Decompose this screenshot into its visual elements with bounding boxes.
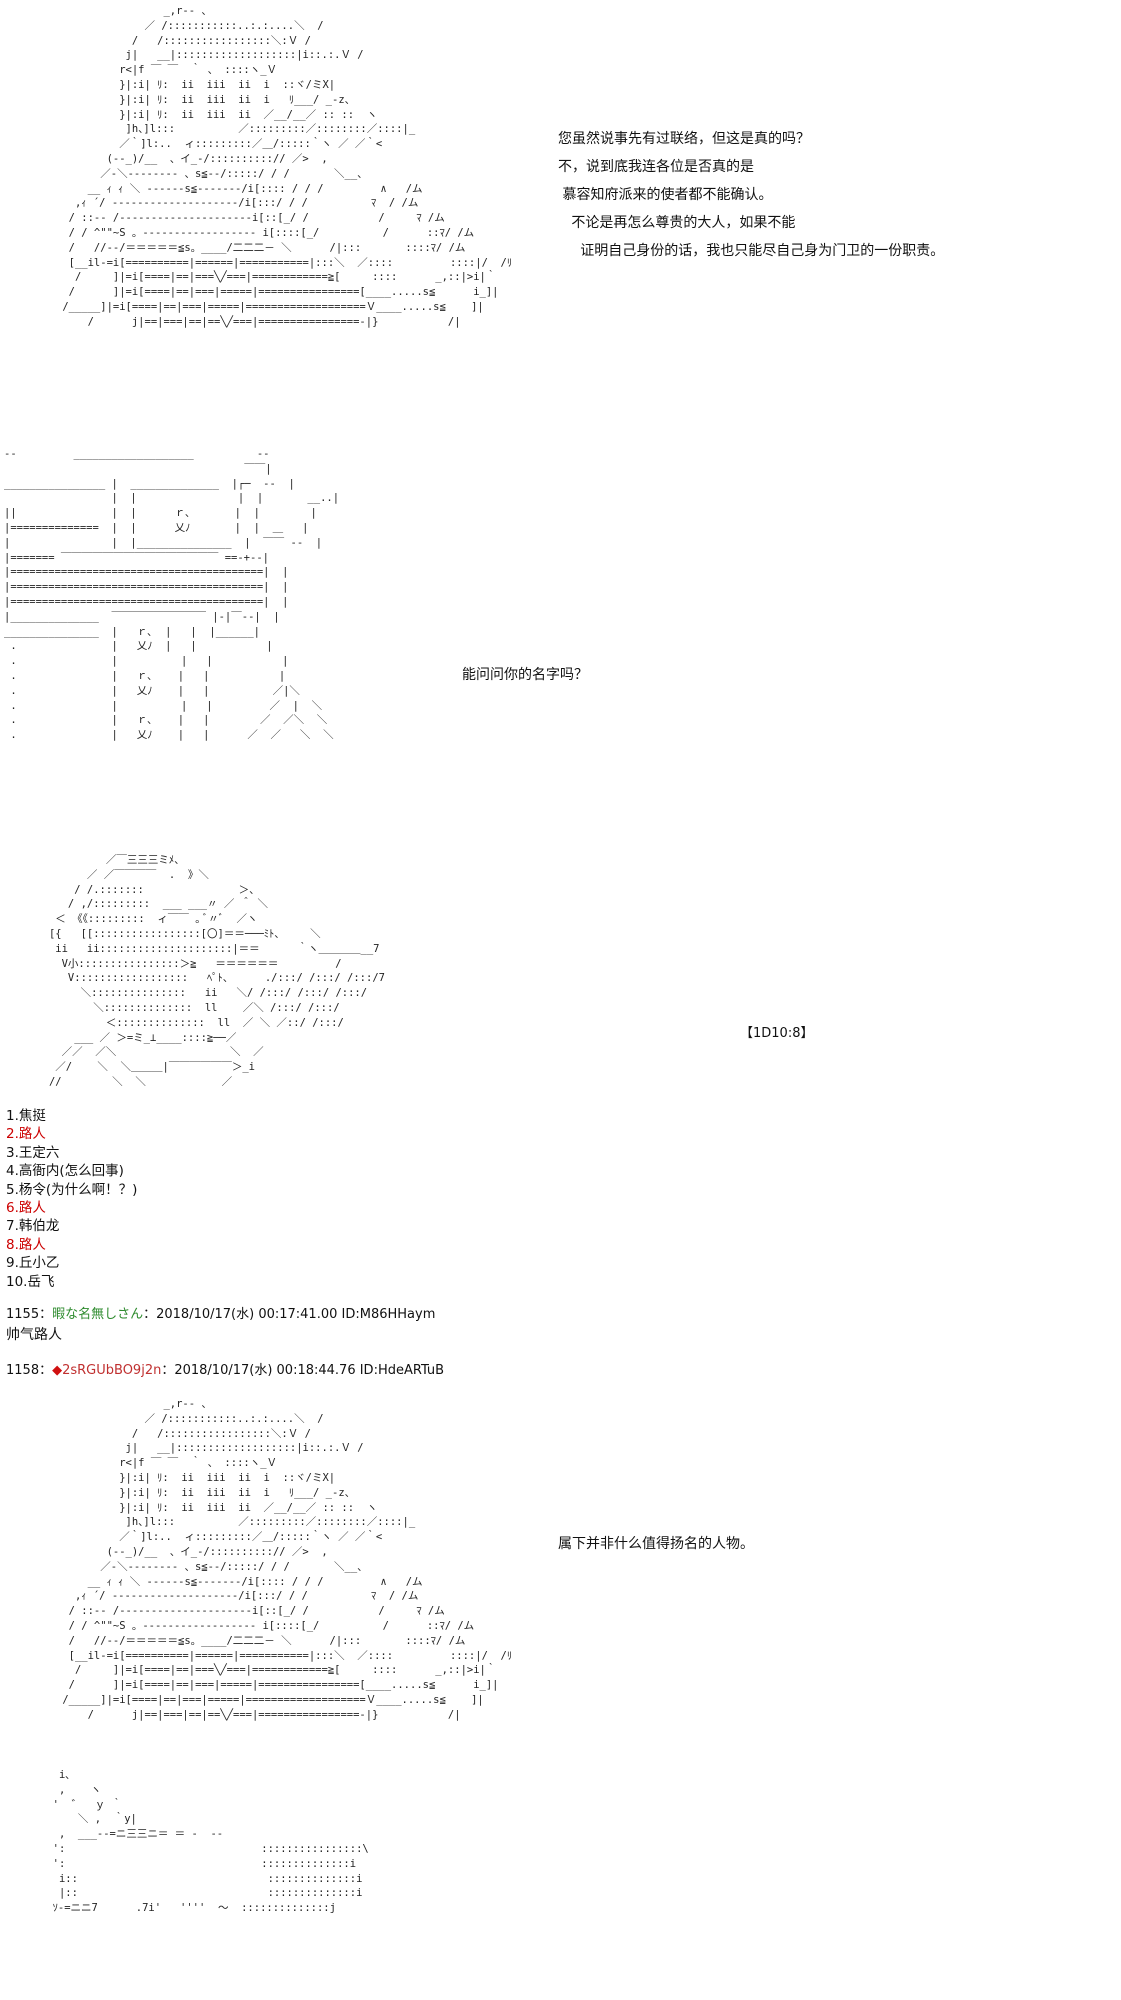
dialog-line: 您虽然说事先有过联络，但这是真的吗？ <box>558 131 810 147</box>
ascii-art-face: ／￣三三三ミﾒ、 ／ ／￣￣￣￣ . 》＼ / /.::::::: ＞、 / ,… <box>48 854 385 1088</box>
choice-item: 10.岳飞 <box>6 1273 55 1290</box>
ascii-art-guard-1: _,r‐‐ 、 ／ /:::::::::::..:.:....＼ / / /::… <box>62 5 513 328</box>
post-number: 1155： <box>6 1307 53 1322</box>
dialog-line: 属下并非什么值得扬名的人物。 <box>558 1536 754 1552</box>
dialog-line: 不，说到底我连各位是否真的是 <box>558 159 754 175</box>
post-number: 1158： <box>6 1363 53 1378</box>
dialog-line: 证明自己身份的话，我也只能尽自己身为门卫的一份职责。 <box>558 243 945 259</box>
choice-item: 5.杨令(为什么啊！？) <box>6 1181 138 1198</box>
post-meta: ：2018/10/17(水) 00:18:44.76 ID:HdeARTuB <box>161 1363 445 1378</box>
ascii-art-partial: i､ , ヽ ' ゛ ｙ ｀ ＼ , ｀y| , ___--=ニ三三ニ＝ ＝ -… <box>52 1769 369 1915</box>
post-meta: ：2018/10/17(水) 00:17:41.00 ID:M86HHaym <box>143 1307 436 1322</box>
diamond-icon: ◆ <box>52 1363 63 1378</box>
choice-item-highlighted: 2.路人 <box>6 1126 46 1143</box>
post-header-1155: 1155：暇な名無しさん：2018/10/17(水) 00:17:41.00 I… <box>6 1306 435 1324</box>
choice-item-highlighted: 8.路人 <box>6 1236 46 1253</box>
ascii-art-door: -- ___________________ -- ￣￣| __________… <box>4 448 340 742</box>
dialog-block-mid: 能问问你的名字吗？ <box>462 661 588 689</box>
post-header-1158: 1158：◆2sRGUbBO9j2n：2018/10/17(水) 00:18:4… <box>6 1362 444 1380</box>
dialog-line: 能问问你的名字吗？ <box>462 667 588 683</box>
choice-list: 1.焦挺 2.路人 3.王定六 4.高衙内(怎么回事) 5.杨令(为什么啊！？)… <box>6 1107 137 1291</box>
dialog-line: 慕容知府派来的使者都不能确认。 <box>558 187 773 203</box>
poster-name[interactable]: 暇な名無しさん <box>52 1307 144 1322</box>
dialog-block-top: 您虽然说事先有过联络，但这是真的吗？ 不，说到底我连各位是否真的是 慕容知府派来… <box>558 125 944 265</box>
choice-item: 3.王定六 <box>6 1144 60 1161</box>
choice-item: 1.焦挺 <box>6 1108 46 1124</box>
ascii-art-guard-2: _,r‐‐ 、 ／ /:::::::::::..:.:....＼ / / /::… <box>62 1398 513 1721</box>
choice-item: 9.丘小乙 <box>6 1255 60 1272</box>
dice-roll-result: 【1D10:8】 <box>740 1026 814 1041</box>
dialog-block-bottom: 属下并非什么值得扬名的人物。 <box>558 1530 754 1558</box>
post-body-1155: 帅气路人 <box>6 1327 62 1343</box>
choice-item: 7.韩伯龙 <box>6 1218 60 1235</box>
poster-trip[interactable]: 2sRGUbBO9j2n <box>62 1363 162 1378</box>
dialog-line: 不论是再怎么尊贵的大人，如果不能 <box>558 215 796 231</box>
choice-item-highlighted: 6.路人 <box>6 1200 46 1217</box>
choice-item: 4.高衙内(怎么回事) <box>6 1163 124 1180</box>
